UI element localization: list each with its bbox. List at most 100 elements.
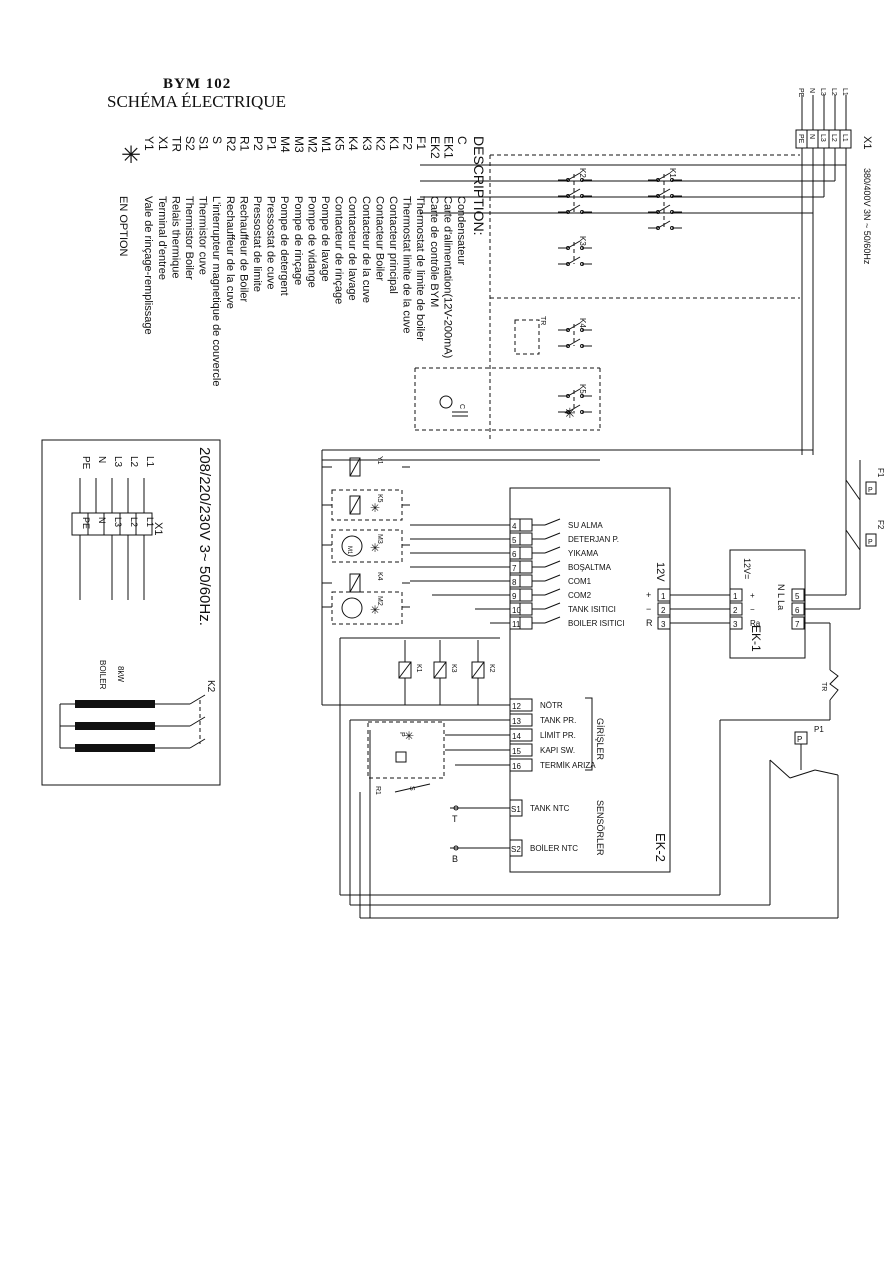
sensor-pin-number: S2 xyxy=(511,845,521,854)
output-pin-number: 8 xyxy=(512,578,517,587)
legend-code: C xyxy=(455,136,469,145)
legend-code: M4 xyxy=(278,136,292,153)
sensor-probe-label: B xyxy=(452,854,458,864)
p2-label: P xyxy=(398,732,405,737)
legend-heading: DESCRIPTION: xyxy=(471,136,487,236)
legend-code: K1 xyxy=(387,136,401,151)
legend-desc: Relais thermique xyxy=(169,196,181,279)
inset-heater-name: BOILER xyxy=(98,660,107,690)
legend-code: EK1 xyxy=(441,136,455,159)
legend-code: K5 xyxy=(333,136,347,151)
output-pin-number: 4 xyxy=(512,522,517,531)
sensors-group-label: SENSÖRLER xyxy=(595,800,605,856)
legend-desc: Rechauffeur de la cuve xyxy=(224,196,236,309)
legend-desc: Pompe de vidange xyxy=(305,196,317,288)
ek1-out-pin: 3 xyxy=(733,620,738,629)
inset-pin-label: L2 xyxy=(129,517,139,527)
input-label: LİMİT PR. xyxy=(540,731,576,740)
contactor-label: K1 xyxy=(668,168,677,178)
input-pin-number: 15 xyxy=(512,747,521,756)
option-star-icon: ✳ xyxy=(564,405,576,421)
relay-label: K2 xyxy=(488,664,495,673)
contactor-label: K2 xyxy=(578,168,587,178)
legend-code: S1 xyxy=(197,136,211,151)
legend-code: P2 xyxy=(251,136,265,151)
capacitor-label: C xyxy=(458,404,465,409)
output-label: COM1 xyxy=(568,577,592,586)
ek1-in-pin: 6 xyxy=(795,606,800,615)
model-title: BYM 102 xyxy=(163,76,232,92)
inset-pin-label: PE xyxy=(81,517,91,529)
terminal-pin-label: PE xyxy=(797,134,804,144)
f1-label: F1 xyxy=(876,468,885,478)
legend-desc: Thermostat limite de la cuve xyxy=(401,196,413,334)
output-pin-number: 9 xyxy=(512,592,517,601)
supply-line-label: L3 xyxy=(819,88,826,96)
legend-code: S2 xyxy=(183,136,197,151)
inset-line-label: L1 xyxy=(144,456,155,468)
output-pin-number: 5 xyxy=(512,536,517,545)
terminal-pin-label: L2 xyxy=(830,134,837,142)
ek1-out-pin: 1 xyxy=(733,592,738,601)
legend-code: F2 xyxy=(401,136,415,150)
legend-code: P1 xyxy=(265,136,279,151)
legend-code: EK2 xyxy=(428,136,442,159)
legend-desc: Contacteur Boiler xyxy=(373,196,385,281)
output-label: DETERJAN P. xyxy=(568,535,619,544)
ek2-name: EK-2 xyxy=(653,833,668,862)
power-pin-number: 3 xyxy=(661,620,666,629)
contactor-label: K4 xyxy=(578,318,587,328)
option-star-icon: ✳ xyxy=(404,729,414,743)
p1-symbol: P xyxy=(797,735,802,744)
ek1-out-label: Ra xyxy=(750,619,761,628)
legend-code: K4 xyxy=(346,136,360,151)
supply-line-label: L2 xyxy=(830,88,837,96)
input-pin-number: 13 xyxy=(512,717,521,726)
inset-line-label: L3 xyxy=(112,456,123,468)
legend-code: X1 xyxy=(156,136,170,151)
output-pin-number: 7 xyxy=(512,564,517,573)
inset-voltage: 208/220/230V 3~ 50/60Hz. xyxy=(196,447,213,626)
power-buses xyxy=(414,148,847,460)
option-text: EN OPTION xyxy=(117,196,129,257)
input-label: KAPI SW. xyxy=(540,746,575,755)
option-star-icon: ✳ xyxy=(370,541,380,555)
legend-desc: Terminal d'entree xyxy=(156,196,168,280)
legend-code: TR xyxy=(169,136,183,152)
legend-code: S xyxy=(210,136,224,144)
output-pin-number: 6 xyxy=(512,550,517,559)
legend-desc: Carte d'alimentation(12V-200mA) xyxy=(441,196,453,358)
output-label: BOŞALTMA xyxy=(568,563,612,572)
ek2-supply-label: 12V xyxy=(654,562,666,582)
option-star-icon: ✳ xyxy=(121,142,141,169)
input-pin-number: 14 xyxy=(512,732,521,741)
legend-desc: Pompe de detergent xyxy=(278,196,290,296)
output-label: COM2 xyxy=(568,591,592,600)
legend-code: K2 xyxy=(373,136,387,151)
f1-symbol: P xyxy=(868,487,873,494)
relay-label: K3 xyxy=(450,664,457,673)
inset-heater-label: 8kW xyxy=(116,666,125,682)
power-pin-number: 1 xyxy=(661,592,666,601)
sensor-probe-label: T xyxy=(452,814,458,824)
legend-desc: Contacteur de la cuve xyxy=(360,196,372,303)
option-star-icon: ✳ xyxy=(370,501,380,515)
supply-line-label: L1 xyxy=(841,88,848,96)
output-label: BOILER ISITICI xyxy=(568,619,624,628)
terminal-pin-label: L1 xyxy=(841,134,848,142)
legend-code: R2 xyxy=(224,136,238,152)
sensor-label: BOİLER NTC xyxy=(530,844,578,853)
component-label: M3 xyxy=(376,534,383,544)
terminal-pin-label: L3 xyxy=(819,134,826,142)
x1-label: X1 xyxy=(861,136,873,149)
tr-label: TR xyxy=(539,316,546,325)
inset-pin-label: L3 xyxy=(113,517,123,527)
terminal-pin-label: N xyxy=(808,134,815,139)
relay-label: K1 xyxy=(415,664,422,673)
ek1-out-label: 12V= xyxy=(742,558,752,579)
legend-desc: Contacteur de lavage xyxy=(346,196,358,301)
